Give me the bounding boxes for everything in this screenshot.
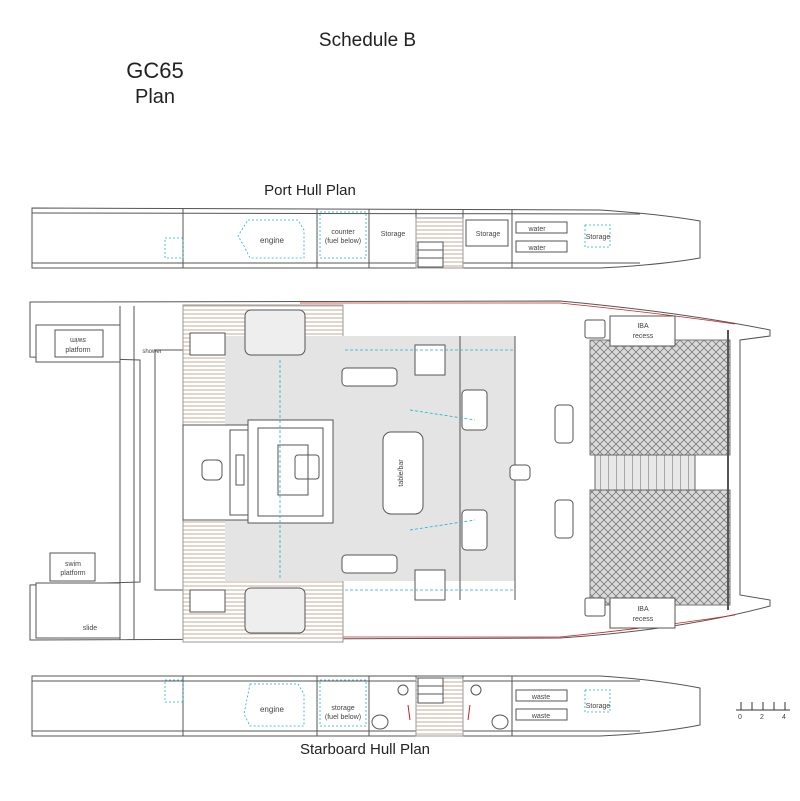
stbd-storage-label-2: Storage: [586, 703, 611, 710]
port-hull-fixtures: [164, 211, 611, 259]
swim-platform-top-label-2: platform: [65, 347, 90, 354]
port-hull-title: Port Hull Plan: [264, 182, 356, 199]
table-label: table/bar: [398, 459, 405, 487]
scale-label-0: 0: [738, 714, 742, 721]
stbd-engine-label: engine: [260, 705, 285, 714]
model-name: GC65: [126, 58, 184, 83]
port-engine-label: engine: [260, 236, 285, 245]
slide-label: slide: [83, 625, 98, 632]
shower-label: shower: [142, 349, 161, 355]
stbd-waste-label-2: waste: [531, 713, 550, 720]
main-deck: [29, 300, 771, 643]
stbd-waste-label-1: waste: [531, 694, 550, 701]
scale-bar: [736, 702, 790, 711]
main-deck-fixtures: [279, 349, 515, 591]
swim-platform-bottom-label-2: platform: [60, 570, 85, 577]
port-water-label-1: water: [527, 226, 546, 233]
port-hull: [31, 207, 701, 269]
iba-bottom-label-2: recess: [633, 616, 654, 623]
swim-platform-bottom-label-1: swim: [65, 561, 81, 568]
main-deck-outline: [29, 300, 771, 641]
iba-bottom-label-1: IBA: [637, 606, 649, 613]
plan-subtitle: Plan: [134, 86, 176, 108]
port-storage-label-2: Storage: [476, 231, 501, 238]
starboard-hull-fixtures: [164, 679, 611, 727]
scale-label-4: 4: [782, 714, 786, 721]
main-deck-seat: [201, 454, 320, 486]
port-storage-label-1: Storage: [381, 231, 406, 238]
starboard-hull-title: Starboard Hull Plan: [299, 741, 431, 758]
port-hull-outline: [31, 207, 701, 269]
stbd-storage-label: storage: [331, 705, 354, 712]
starboard-hull-outline: [31, 675, 701, 737]
schedule-title: Schedule B: [318, 30, 417, 51]
starboard-hull: [31, 675, 701, 737]
stbd-storage-sub-label: (fuel below): [325, 714, 361, 721]
port-storage-label-3: Storage: [586, 234, 611, 241]
port-water-label-2: water: [527, 245, 546, 252]
iba-top-label-1: IBA: [637, 323, 649, 330]
iba-top-label-2: recess: [633, 333, 654, 340]
port-counter-label: counter: [331, 229, 355, 236]
swim-platform-top-label-1: swim: [70, 336, 86, 343]
scale-label-2: 2: [760, 714, 764, 721]
port-counter-sub-label: (fuel below): [325, 238, 361, 245]
